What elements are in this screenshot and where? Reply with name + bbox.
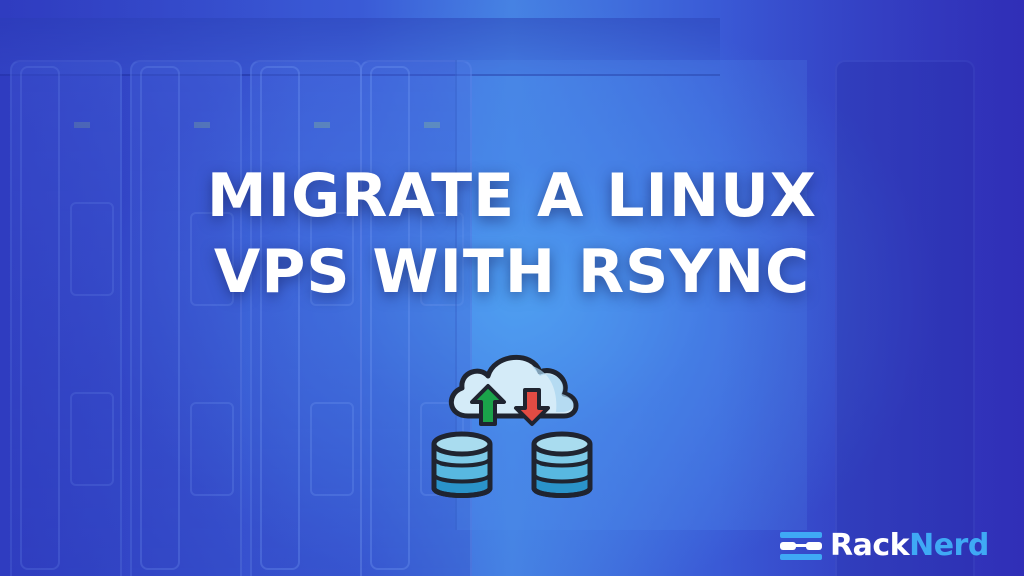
brand-name-rack: Rack xyxy=(830,528,910,563)
cloud-icon xyxy=(449,355,579,419)
rack-glasses-icon xyxy=(778,530,824,562)
upload-arrow-icon xyxy=(470,384,506,426)
server-blade xyxy=(130,60,242,576)
server-panel xyxy=(455,60,807,530)
brand-name-nerd: Nerd xyxy=(909,528,989,563)
brand-wordmark: RackNerd xyxy=(830,528,989,564)
racknerd-logo[interactable]: RackNerd xyxy=(778,528,989,564)
download-arrow-icon xyxy=(514,388,550,426)
server-blade xyxy=(250,60,362,576)
headline-line-1: MIGRATE A LINUX xyxy=(206,161,818,231)
database-icon xyxy=(531,431,593,498)
database-icon xyxy=(431,431,493,498)
server-blade-right xyxy=(835,60,975,576)
headline-line-2: VPS WITH RSYNC xyxy=(213,237,811,307)
headline: MIGRATE A LINUX VPS WITH RSYNC xyxy=(0,158,1024,310)
server-blade xyxy=(10,60,122,576)
cloud-sync-illustration xyxy=(428,336,598,501)
